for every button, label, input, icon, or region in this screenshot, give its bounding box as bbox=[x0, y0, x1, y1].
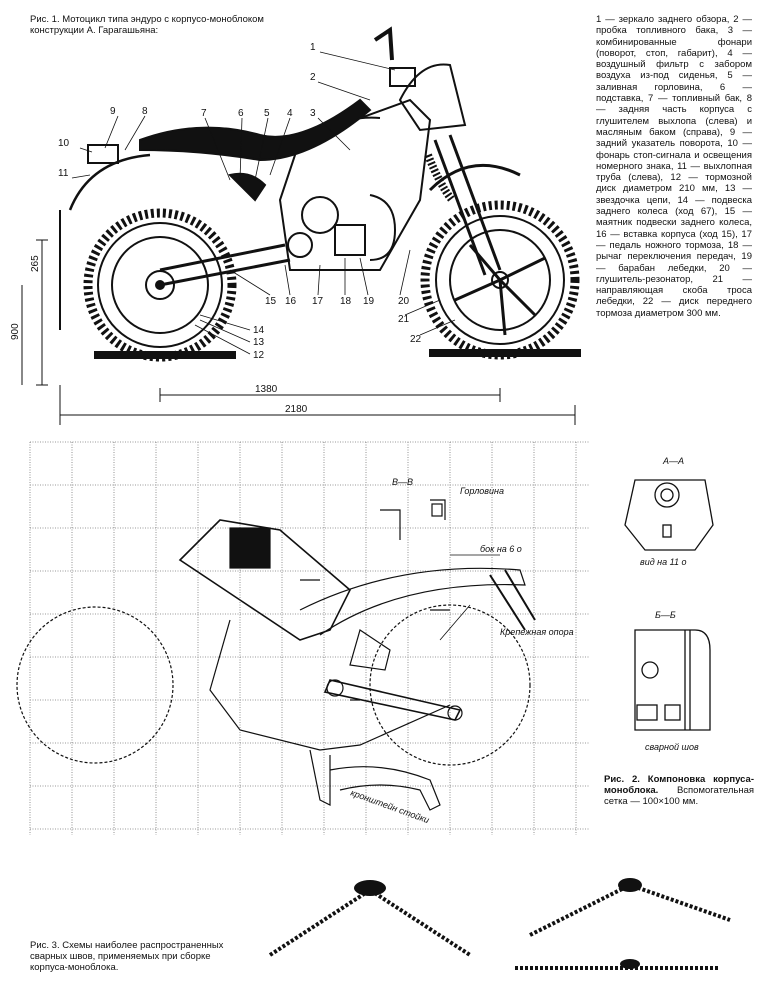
callout-1: 1 bbox=[310, 42, 316, 53]
callout-19: 19 bbox=[363, 296, 375, 307]
callout-13: 13 bbox=[253, 337, 265, 348]
callout-7: 7 bbox=[201, 108, 207, 119]
dim-wheelbase: 1380 bbox=[255, 384, 278, 395]
callout-2: 2 bbox=[310, 72, 316, 83]
callout-14: 14 bbox=[253, 325, 265, 336]
section-aa: А—А bbox=[662, 456, 684, 466]
callout-22: 22 bbox=[410, 334, 422, 345]
callout-4: 4 bbox=[287, 108, 293, 119]
fig3-caption: Рис. 3. Схемы наиболее распространенных … bbox=[30, 940, 224, 973]
fig1-legend: 1 — зеркало заднего обзора, 2 — пробка т… bbox=[596, 14, 752, 319]
callout-20: 20 bbox=[398, 296, 410, 307]
dim-height: 900 bbox=[10, 323, 21, 340]
fig1-drawing: 1 2 3 4 5 6 7 8 9 10 11 12 13 14 15 16 1… bbox=[10, 26, 581, 425]
fig2-label-stoyka: кронштейн стойки bbox=[349, 787, 430, 825]
fig2-label-bok: бок на 6 о bbox=[480, 544, 522, 554]
callout-8: 8 bbox=[142, 106, 148, 117]
fig3-drawing bbox=[268, 878, 731, 970]
callout-3: 3 bbox=[310, 108, 316, 119]
callout-17: 17 bbox=[312, 296, 324, 307]
dim-length: 2180 bbox=[285, 404, 308, 415]
dim-ground: 265 bbox=[30, 255, 41, 272]
callout-11: 11 bbox=[58, 168, 69, 179]
callout-16: 16 bbox=[285, 296, 297, 307]
callout-15: 15 bbox=[265, 296, 277, 307]
fig2-label-gorlovina: Горловина bbox=[460, 486, 504, 496]
fig2-label-krepezh: Крепежная опора bbox=[500, 627, 574, 637]
fig2-sections: А—А вид на 11 о Б—Б сварной шов bbox=[624, 456, 714, 752]
fig2-section-vv: В—В bbox=[392, 477, 413, 487]
fig1-caption: Рис. 1. Мотоцикл типа эндуро с корпусо-м… bbox=[30, 14, 264, 36]
section-bb: Б—Б bbox=[655, 610, 676, 620]
section-aa-note: вид на 11 о bbox=[640, 557, 687, 567]
fig2-drawing: В—В Горловина бок на 6 о Крепежная опора… bbox=[16, 441, 590, 835]
callout-12: 12 bbox=[253, 350, 265, 361]
fig2-caption-rest: Вспомогательная сетка — 100×100 мм. bbox=[604, 785, 754, 807]
callout-9: 9 bbox=[110, 106, 116, 117]
callout-10: 10 bbox=[58, 138, 70, 149]
fig2-caption-title: Рис. 2. Компоновка корпуса-моноблока. bbox=[604, 774, 754, 796]
callout-21: 21 bbox=[398, 314, 410, 325]
callout-18: 18 bbox=[340, 296, 352, 307]
callout-6: 6 bbox=[238, 108, 244, 119]
callout-5: 5 bbox=[264, 108, 270, 119]
fig2-caption: Рис. 2. Компоновка корпуса-моноблока. Вс… bbox=[604, 774, 754, 807]
section-bb-note: сварной шов bbox=[645, 742, 699, 752]
